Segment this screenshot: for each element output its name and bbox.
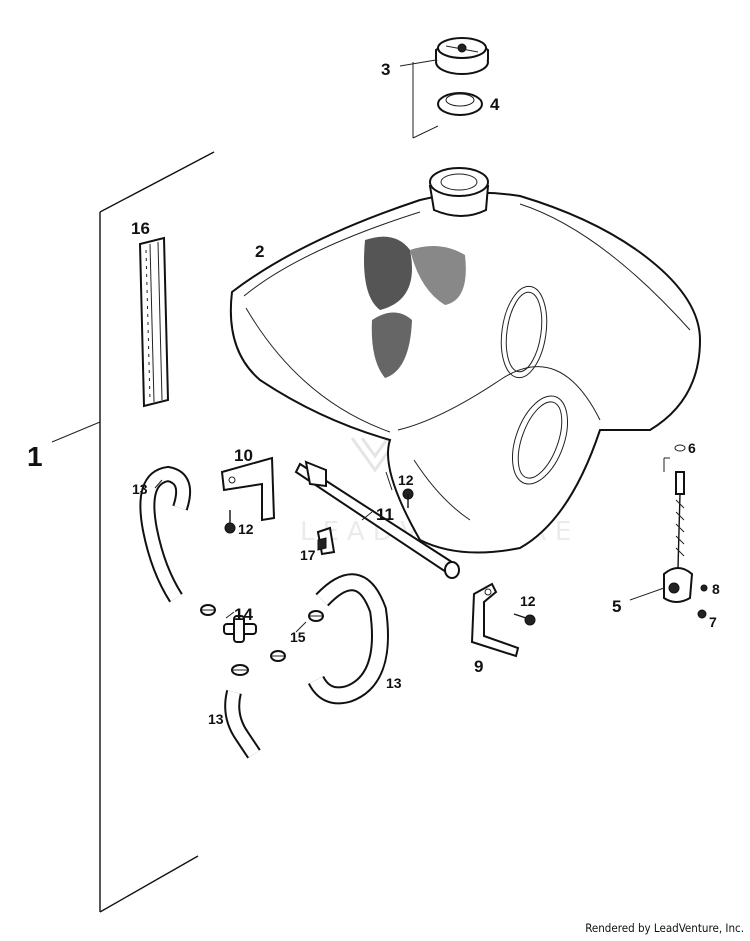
part-16-rubber-strip: [138, 236, 170, 408]
callout-8: 8: [712, 581, 720, 597]
part-5-petcock: [663, 471, 694, 603]
callout-6: 6: [688, 440, 696, 456]
callout-12a: 12: [238, 521, 254, 537]
assembly-bracket: [51, 151, 215, 913]
part-13-hose-left: [139, 465, 191, 603]
part-15-clamp-a: [200, 604, 216, 616]
callout-12b: 12: [398, 472, 414, 488]
part-13-hose-bottom: [224, 690, 261, 759]
part-14-t-fitting: [223, 615, 257, 643]
part-12-bolt-a: [224, 510, 236, 534]
part-9-bracket: [470, 582, 520, 658]
callout-15: 15: [290, 629, 306, 645]
part-15-clamp-c: [270, 650, 286, 662]
callout-5: 5: [612, 597, 621, 616]
part-4-cap-gasket: [437, 92, 483, 116]
part-11-rod: [294, 460, 460, 579]
part-10-bracket: [220, 456, 276, 522]
part-12-bolt-c: [513, 613, 536, 626]
callout-14: 14: [234, 605, 253, 624]
callout-13a: 13: [132, 481, 148, 497]
callout-7: 7: [709, 614, 717, 630]
callout-10: 10: [234, 446, 253, 465]
leader-lines: [154, 457, 670, 633]
callout-3: 3: [381, 60, 390, 79]
part-17-clip: [316, 526, 336, 556]
callout-12c: 12: [520, 593, 536, 609]
callout-9: 9: [474, 657, 483, 676]
part-15-clamp-b: [231, 664, 249, 676]
part-6-o-ring: [674, 444, 686, 452]
part-15-clamp-d: [308, 610, 324, 622]
part-12-bolt-b: [402, 488, 414, 508]
part-7-screw: [697, 609, 707, 619]
callouts: 1 2 3 4 5 6 7 8 9 10 11 12 12 12 13 13 1…: [27, 60, 720, 727]
part-13-hose-right: [307, 573, 389, 705]
part-3-fuel-cap: [435, 37, 489, 75]
callout-1: 1: [27, 441, 43, 472]
leader-3-4: [399, 59, 439, 139]
callout-16: 16: [131, 219, 150, 238]
callout-4: 4: [490, 95, 500, 114]
callout-2: 2: [255, 242, 264, 261]
callout-13b: 13: [386, 675, 402, 691]
callout-11: 11: [376, 505, 394, 524]
footer-credit: Rendered by LeadVenture, Inc.: [585, 921, 744, 935]
callout-17: 17: [300, 547, 316, 563]
part-2-fuel-tank: [229, 167, 702, 554]
part-8-washer: [700, 584, 708, 592]
callout-13c: 13: [208, 711, 224, 727]
